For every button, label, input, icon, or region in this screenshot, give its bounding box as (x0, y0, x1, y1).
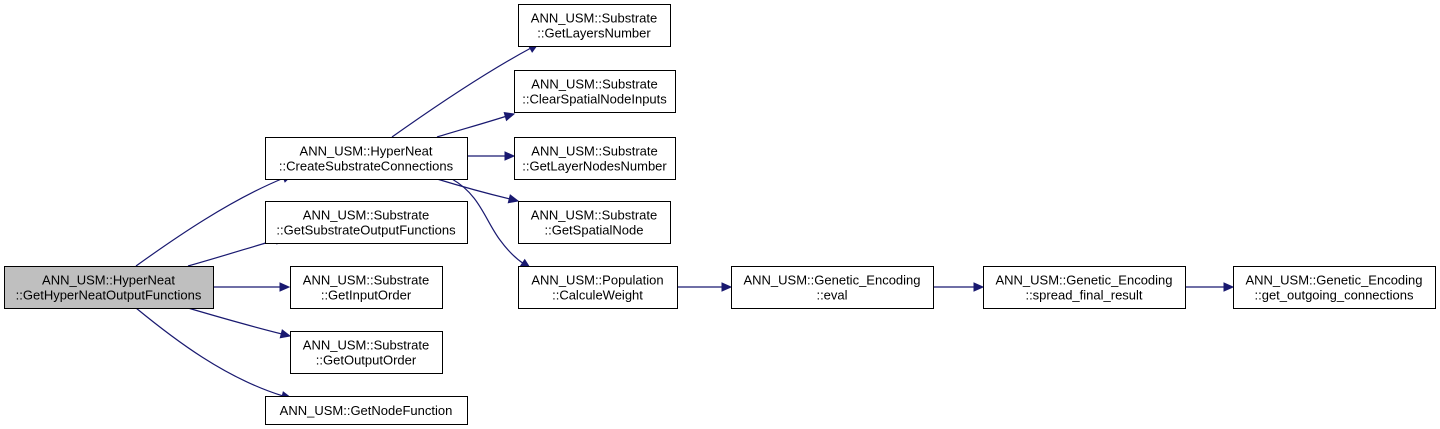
node-label-line: ::GetSpatialNode (544, 223, 643, 238)
arrowhead-icon (504, 151, 516, 161)
function-node-n2[interactable]: ANN_USM::Substrate::GetSubstrateOutputFu… (265, 201, 468, 244)
function-node-n10[interactable]: ANN_USM::Population::CalculeWeight (518, 266, 678, 309)
arrowhead-icon (279, 329, 292, 339)
function-node-n4[interactable]: ANN_USM::Substrate::GetOutputOrder (290, 331, 443, 374)
node-label-line: ANN_USM::Substrate (303, 338, 429, 353)
node-label-line: ANN_USM::HyperNeat (42, 273, 175, 288)
edge-line (451, 178, 525, 265)
node-box (514, 137, 676, 180)
node-box (518, 266, 678, 309)
edge-n12-n13 (1185, 282, 1235, 292)
arrowhead-icon (1223, 282, 1235, 292)
node-label-line: ::GetInputOrder (321, 288, 412, 303)
node-box (265, 137, 468, 180)
nodes-layer: ANN_USM::HyperNeat::GetHyperNeatOutputFu… (4, 4, 1436, 425)
node-label-line: ::GetHyperNeatOutputFunctions (16, 288, 202, 303)
node-box (290, 331, 443, 374)
node-label-line: ::get_outgoing_connections (1254, 288, 1414, 303)
function-node-n6[interactable]: ANN_USM::Substrate::GetLayersNumber (518, 4, 671, 47)
node-box (265, 396, 468, 425)
node-box (731, 266, 934, 309)
arrowhead-icon (721, 282, 733, 292)
function-node-n7[interactable]: ANN_USM::Substrate::ClearSpatialNodeInpu… (514, 70, 676, 113)
edge-line (187, 239, 277, 267)
edge-n1-n7 (436, 112, 516, 138)
node-box (265, 201, 468, 244)
edge-line (135, 177, 285, 267)
function-node-n8[interactable]: ANN_USM::Substrate::GetLayerNodesNumber (514, 137, 676, 180)
node-label-line: ::CreateSubstrateConnections (279, 159, 454, 174)
node-label-line: ::GetSubstrateOutputFunctions (276, 223, 456, 238)
node-box (983, 266, 1186, 309)
function-node-n3[interactable]: ANN_USM::Substrate::GetInputOrder (290, 266, 443, 309)
node-box (290, 266, 443, 309)
node-label-line: ::ClearSpatialNodeInputs (522, 92, 667, 107)
edge-n0-n3 (213, 282, 291, 292)
node-label-line: ANN_USM::HyperNeat (300, 144, 433, 159)
function-node-n0[interactable]: ANN_USM::HyperNeat::GetHyperNeatOutputFu… (4, 266, 214, 309)
edge-n0-n4 (187, 307, 292, 339)
node-box (4, 266, 214, 309)
arrowhead-icon (279, 282, 291, 292)
function-node-n1[interactable]: ANN_USM::HyperNeat::CreateSubstrateConne… (265, 137, 468, 180)
function-node-n9[interactable]: ANN_USM::Substrate::GetSpatialNode (518, 201, 671, 244)
node-label-line: ::spread_final_result (1025, 288, 1142, 303)
node-label-line: ::eval (816, 288, 847, 303)
edge-line (436, 115, 508, 138)
node-label-line: ANN_USM::Substrate (531, 144, 657, 159)
node-box (514, 70, 676, 113)
node-label-line: ANN_USM::Substrate (531, 11, 657, 26)
node-label-line: ::CalculeWeight (552, 288, 643, 303)
edge-n10-n11 (677, 282, 733, 292)
node-label-line: ::GetLayerNodesNumber (522, 159, 667, 174)
node-label-line: ANN_USM::Genetic_Encoding (1245, 273, 1422, 288)
node-label-line: ANN_USM::Substrate (531, 77, 657, 92)
node-label-line: ANN_USM::Genetic_Encoding (743, 273, 920, 288)
function-node-n5[interactable]: ANN_USM::GetNodeFunction (265, 396, 468, 425)
function-node-n12[interactable]: ANN_USM::Genetic_Encoding::spread_final_… (983, 266, 1186, 309)
node-label-line: ANN_USM::Population (531, 273, 663, 288)
node-label-line: ::GetLayersNumber (537, 26, 651, 41)
edge-line (391, 47, 532, 138)
edge-n1-n9 (436, 178, 520, 204)
node-box (518, 201, 671, 244)
edge-line (187, 307, 283, 335)
arrowhead-icon (973, 282, 985, 292)
function-node-n13[interactable]: ANN_USM::Genetic_Encoding::get_outgoing_… (1233, 266, 1436, 309)
function-node-n11[interactable]: ANN_USM::Genetic_Encoding::eval (731, 266, 934, 309)
edge-n1-n8 (467, 151, 516, 161)
arrowhead-icon (507, 194, 520, 204)
node-label-line: ANN_USM::Substrate (303, 208, 429, 223)
node-label-line: ANN_USM::Substrate (303, 273, 429, 288)
node-box (518, 4, 671, 47)
node-label-line: ANN_USM::Genetic_Encoding (995, 273, 1172, 288)
edge-line (135, 307, 284, 397)
edge-n0-n5 (135, 307, 293, 401)
edge-n11-n12 (933, 282, 985, 292)
node-box (1233, 266, 1436, 309)
node-label-line: ::GetOutputOrder (316, 353, 417, 368)
node-label-line: ANN_USM::GetNodeFunction (280, 403, 453, 418)
arrowhead-icon (503, 112, 516, 122)
node-label-line: ANN_USM::Substrate (531, 208, 657, 223)
edge-line (436, 178, 511, 200)
